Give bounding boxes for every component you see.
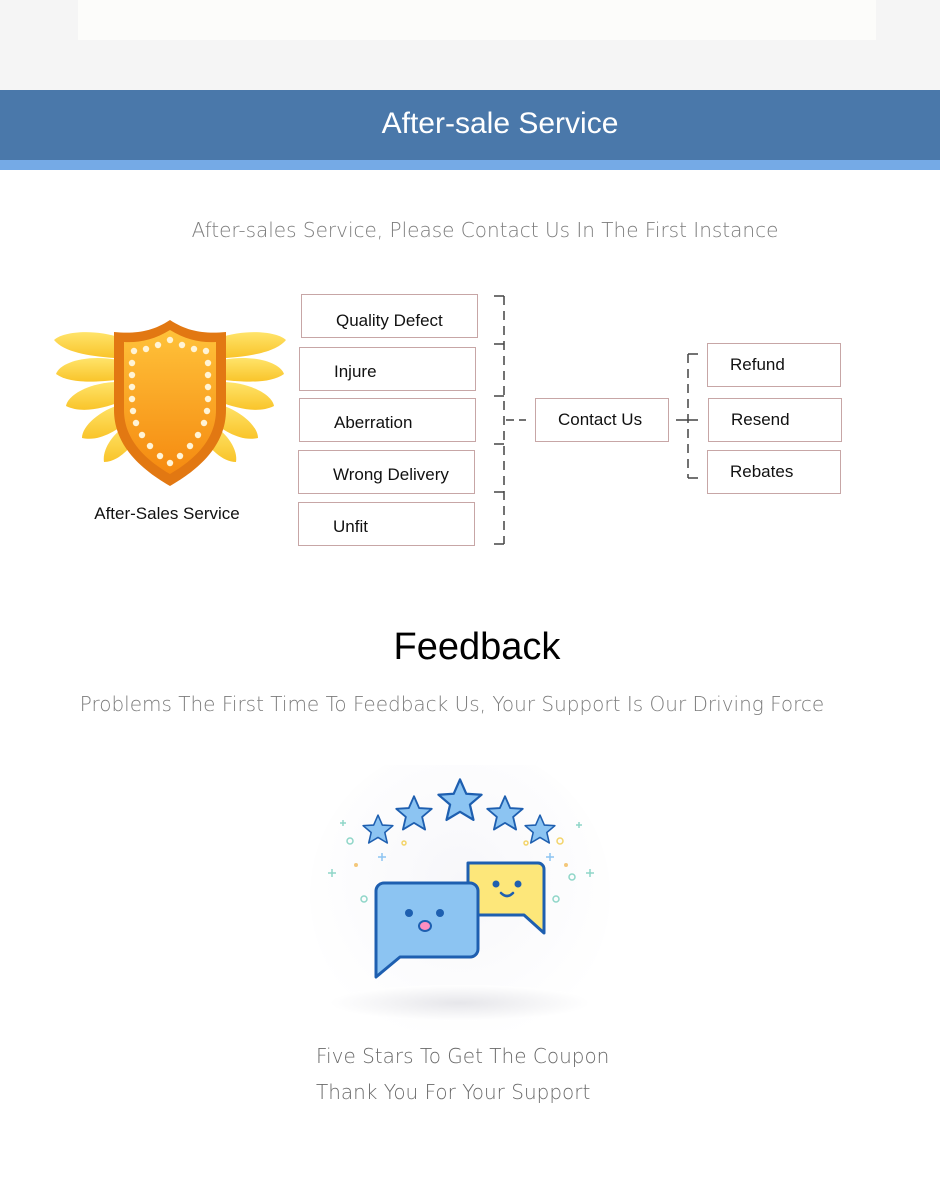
after-sale-subtitle: After-sales Service, Please Contact Us I…: [191, 218, 779, 242]
feedback-title: Feedback: [393, 626, 561, 668]
star-icon: [362, 778, 556, 844]
solution-box-refund: Refund: [707, 343, 841, 387]
section-banner: [0, 90, 940, 160]
top-card: [78, 0, 876, 40]
contact-us-box: Contact Us: [535, 398, 669, 442]
problem-box-injure: Injure: [299, 347, 476, 391]
shield-wings-icon: [54, 320, 286, 486]
problem-box-wrong-delivery: Wrong Delivery: [298, 450, 475, 494]
problem-box-quality-defect: Quality Defect: [301, 294, 478, 338]
banner-title: After-sale Service: [381, 107, 619, 140]
top-band: [0, 0, 940, 90]
solution-box-resend: Resend: [708, 398, 842, 442]
flow-connectors: [494, 295, 698, 545]
thanks-line: Thank You For Your Support: [316, 1080, 591, 1104]
emblem-label: After-Sales Service: [94, 504, 240, 523]
five-stars-chat-illustration: [310, 765, 610, 1030]
banner-stripe: [0, 160, 940, 170]
solution-box-rebates: Rebates: [707, 450, 841, 494]
problem-box-unfit: Unfit: [298, 502, 475, 546]
coupon-line: Five Stars To Get The Coupon: [316, 1044, 610, 1068]
problem-box-aberration: Aberration: [299, 398, 476, 442]
feedback-subtitle: Problems The First Time To Feedback Us, …: [79, 692, 825, 716]
